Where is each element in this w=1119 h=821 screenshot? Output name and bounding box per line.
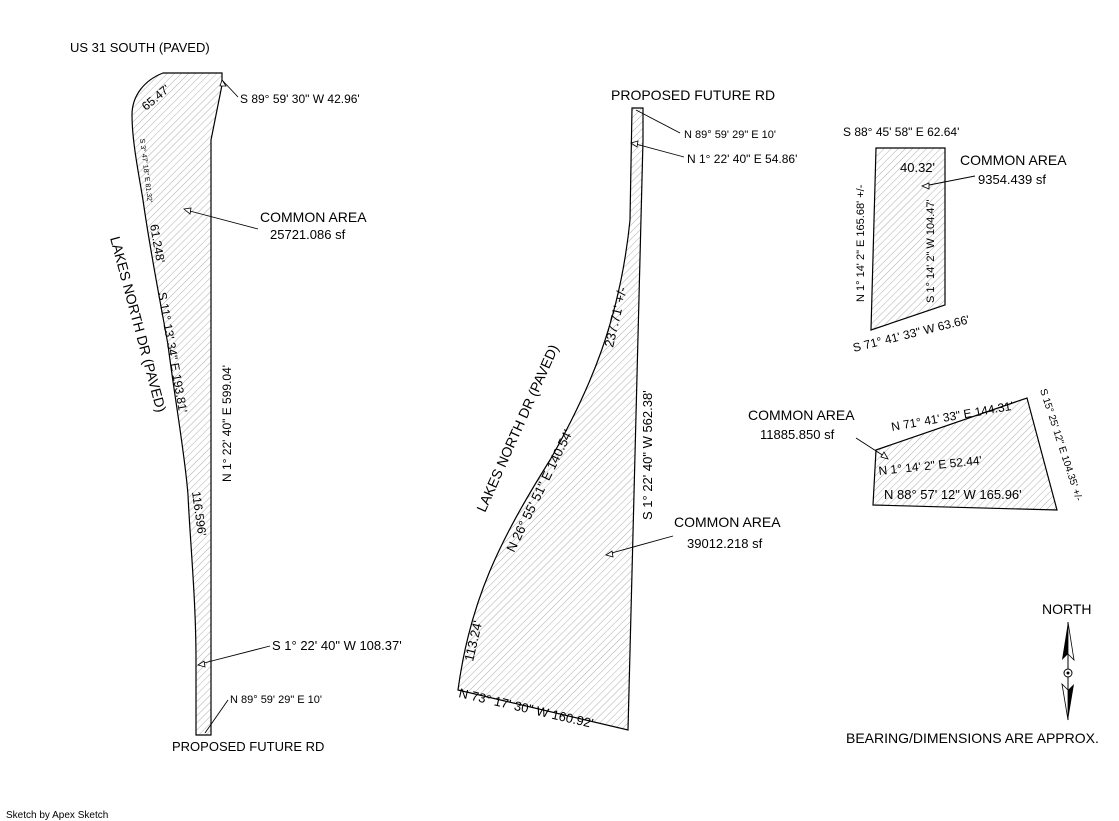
parcel-c-right-bearing: S 1° 14' 2" W 104.47' — [925, 199, 937, 303]
parcel-d-outline — [872, 397, 1058, 511]
parcel-c-top-bearing: S 88° 45' 58" E 62.64' — [843, 125, 959, 139]
parcel-d-area-value: 11885.850 sf — [760, 427, 835, 442]
disclaimer-text: BEARING/DIMENSIONS ARE APPROX. — [846, 730, 1099, 746]
parcel-a-arc-bottom: 116.596' — [189, 490, 209, 536]
parcel-c-bottom-bearing: S 71° 41' 33" W 63.66' — [851, 312, 971, 355]
parcel-d-area-label: COMMON AREA — [748, 407, 855, 423]
parcel-a-bottom-leader — [204, 699, 229, 734]
parcel-b-area-label: COMMON AREA — [674, 514, 781, 530]
parcel-b-area-arrow — [605, 550, 614, 558]
parcel-b-top-bearing: N 89° 59' 29" E 10' — [684, 129, 776, 141]
parcel-a-right-bearing: N 1° 22' 40" E 599.04' — [220, 365, 234, 482]
parcel-c-area-value: 9354.439 sf — [978, 172, 1046, 187]
parcel-a-area-value: 25721.086 sf — [270, 227, 346, 242]
parcel-c-area-arrow — [920, 182, 930, 190]
parcel-c-outline — [870, 147, 946, 331]
parcel-b-top-leader — [635, 109, 681, 134]
parcel-b-area-leader — [607, 535, 674, 555]
parcel-c-top-inner: 40.32' — [900, 160, 935, 175]
parcel-a-arc-mid: 61.248' — [147, 223, 168, 264]
parcel-c-left-bearing: N 1° 14' 2" E 165.68' +/- — [855, 184, 867, 302]
parcel-a-top-leader — [221, 79, 239, 98]
parcel-d-area-arrow — [880, 451, 889, 460]
parcel-b-second-arrow — [630, 140, 639, 148]
parcel-d-area-leader — [855, 437, 888, 459]
road-label-proposed-bottom: PROPOSED FUTURE RD — [172, 739, 324, 754]
parcel-b-second-leader — [631, 142, 685, 158]
parcel-b-second-bearing: N 1° 22' 40" E 54.86' — [687, 152, 797, 166]
parcel-c-area-label: COMMON AREA — [960, 152, 1067, 168]
north-arrow-icon — [1061, 621, 1075, 721]
parcel-a-area-arrow — [183, 207, 192, 215]
credit-text: Sketch by Apex Sketch — [6, 810, 108, 821]
parcel-a-top-bearing: S 89° 59' 30" W 42.96' — [240, 92, 360, 106]
parcel-b-outline — [457, 107, 644, 731]
parcel-a-lower-arrow — [197, 660, 206, 668]
road-label-proposed-top: PROPOSED FUTURE RD — [611, 87, 775, 103]
parcel-a-lower-leader — [199, 645, 271, 665]
parcel-b-area-value: 39012.218 sf — [687, 536, 763, 551]
parcel-b-right-bearing: S 1° 22' 40" W 562.38' — [640, 390, 655, 520]
parcel-a-area-label: COMMON AREA — [260, 209, 367, 225]
road-label-us31: US 31 SOUTH (PAVED) — [70, 40, 210, 55]
parcel-d-bottom-bearing: N 88° 57' 12" W 165.96' — [884, 487, 1022, 502]
parcel-a-top-arrow — [219, 79, 227, 87]
north-label: NORTH — [1042, 601, 1092, 617]
parcel-a-bottom-bearing: N 89° 59' 29" E 10' — [230, 694, 322, 706]
parcel-a-area-leader — [185, 209, 259, 230]
parcel-c-area-leader — [923, 175, 976, 187]
parcel-a-lower-bearing: S 1° 22' 40" W 108.37' — [272, 638, 402, 653]
parcel-a-outline — [131, 72, 223, 736]
